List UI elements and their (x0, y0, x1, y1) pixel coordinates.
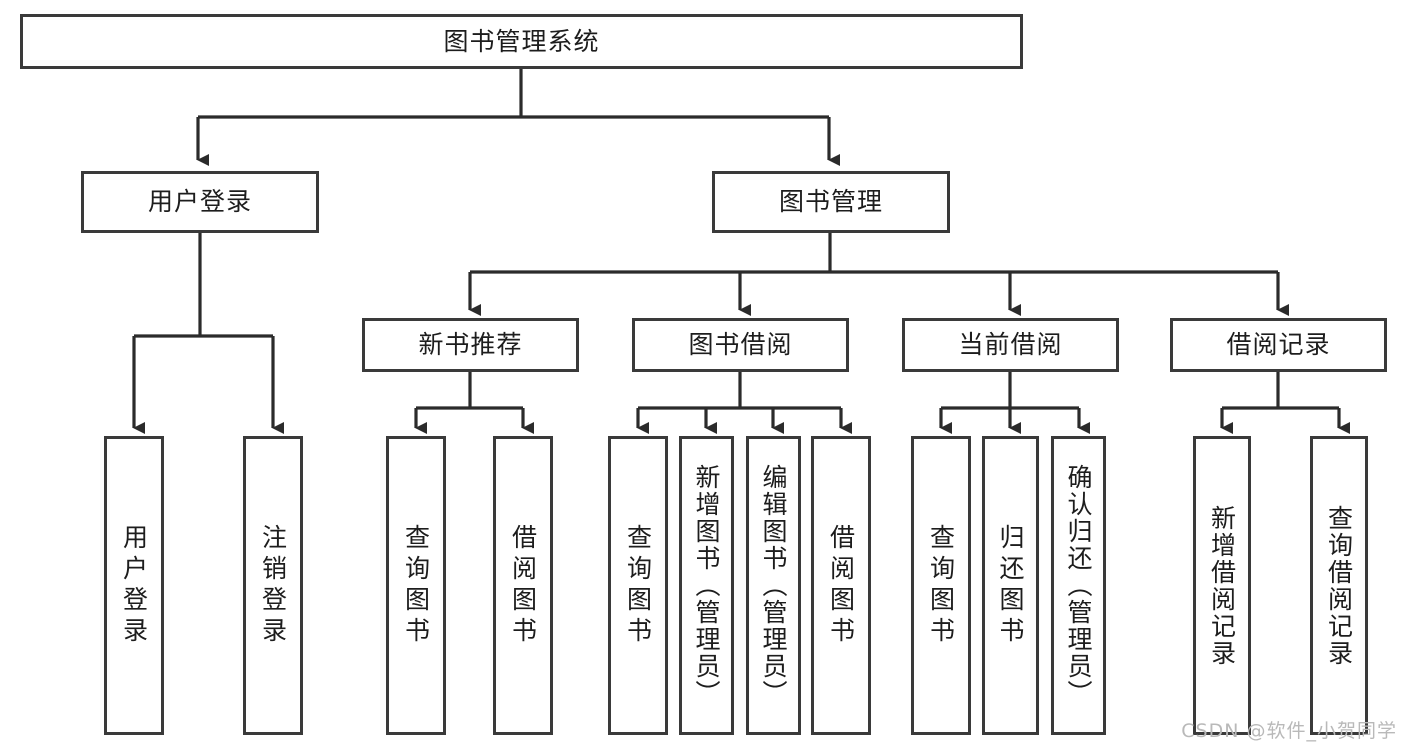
node-current-borrow[interactable]: 当前借阅 (902, 318, 1119, 372)
node-label: 当前借阅 (958, 330, 1063, 360)
node-label: 图书借阅 (688, 330, 793, 360)
node-label: 新增图书（管理员） (692, 464, 721, 707)
node-label: 查询图书 (926, 523, 956, 648)
leaf-query-book-current[interactable]: 查询图书 (911, 436, 971, 735)
leaf-query-borrow-record[interactable]: 查询借阅记录 (1310, 436, 1368, 735)
leaf-add-book-admin[interactable]: 新增图书（管理员） (679, 436, 734, 735)
node-root-system[interactable]: 图书管理系统 (20, 14, 1023, 69)
node-label: 图书管理 (778, 187, 883, 217)
node-label: 用户登录 (119, 523, 149, 648)
node-label: 用户登录 (147, 187, 252, 217)
node-book-borrow[interactable]: 图书借阅 (632, 318, 849, 372)
node-label: 编辑图书（管理员） (759, 464, 788, 707)
node-user-login[interactable]: 用户登录 (81, 171, 319, 233)
leaf-user-login[interactable]: 用户登录 (104, 436, 164, 735)
node-label: 借阅图书 (508, 523, 538, 648)
node-label: 新书推荐 (418, 330, 523, 360)
node-label: 借阅图书 (826, 523, 856, 648)
node-label: 确认归还（管理员） (1064, 464, 1093, 707)
leaf-query-book-borrow[interactable]: 查询图书 (608, 436, 668, 735)
node-label: 查询借阅记录 (1324, 504, 1354, 667)
node-label: 归还图书 (996, 523, 1025, 648)
node-label: 查询图书 (401, 523, 431, 648)
node-label: 图书管理系统 (443, 26, 600, 56)
node-new-book-recommend[interactable]: 新书推荐 (362, 318, 579, 372)
leaf-return-book[interactable]: 归还图书 (982, 436, 1039, 735)
leaf-edit-book-admin[interactable]: 编辑图书（管理员） (746, 436, 801, 735)
watermark: CSDN @软件_小贺同学 (1181, 720, 1397, 742)
node-label: 注销登录 (258, 523, 288, 648)
node-label: 新增借阅记录 (1207, 504, 1237, 667)
leaf-borrow-book-recommend[interactable]: 借阅图书 (493, 436, 553, 735)
node-label: 借阅记录 (1226, 330, 1331, 360)
node-borrow-record[interactable]: 借阅记录 (1170, 318, 1387, 372)
leaf-confirm-return-admin[interactable]: 确认归还（管理员） (1051, 436, 1106, 735)
leaf-logout[interactable]: 注销登录 (243, 436, 303, 735)
node-label: 查询图书 (623, 523, 653, 648)
leaf-borrow-book[interactable]: 借阅图书 (811, 436, 871, 735)
leaf-add-borrow-record[interactable]: 新增借阅记录 (1193, 436, 1251, 735)
leaf-query-book-recommend[interactable]: 查询图书 (386, 436, 446, 735)
node-book-manage[interactable]: 图书管理 (712, 171, 950, 233)
